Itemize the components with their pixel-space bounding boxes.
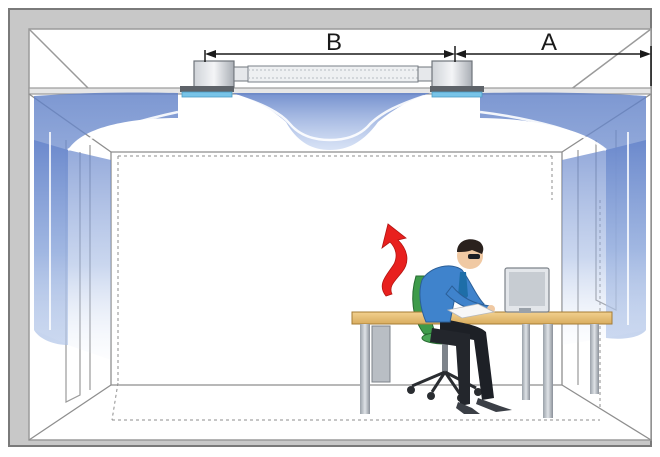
cassette-unit-left [180, 60, 249, 98]
desk-icon [351, 311, 613, 418]
dimension-a-label: A [541, 29, 557, 56]
duct-connection [247, 65, 419, 83]
airflow-right [479, 92, 646, 345]
airflow-center [232, 93, 430, 150]
cassette-unit-right [417, 60, 484, 98]
heat-arrow-icon [381, 223, 408, 297]
office-worker-icon [419, 239, 512, 414]
dimension-b-label: B [326, 29, 342, 56]
monitor-icon [504, 267, 550, 313]
dimension-a [455, 46, 652, 86]
airflow-left [34, 92, 179, 360]
